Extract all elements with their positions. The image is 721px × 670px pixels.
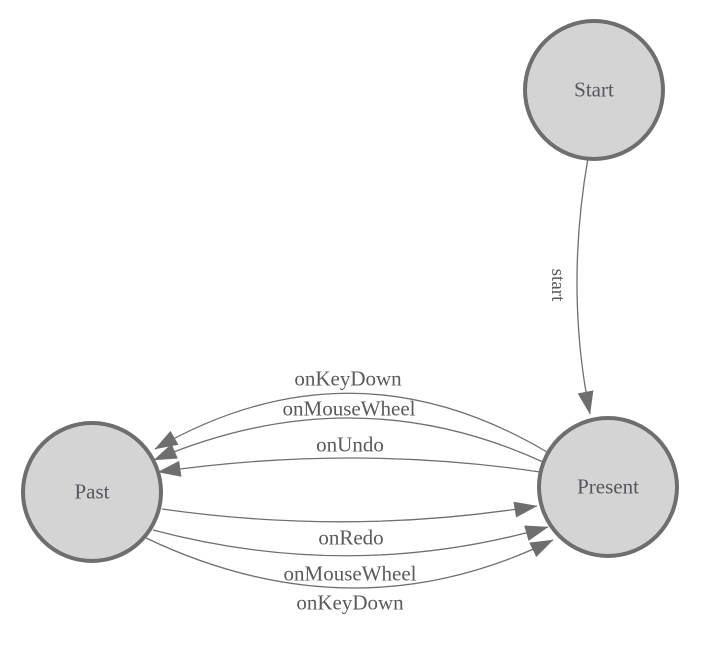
edge-label-onmousewheel-top: onMouseWheel xyxy=(282,396,416,421)
state-label-past: Past xyxy=(74,479,110,504)
edge-past-to-present-mousewheel[interactable] xyxy=(152,525,549,557)
edge-present-to-past-undo[interactable] xyxy=(157,457,541,477)
edge-label-onundo: onUndo xyxy=(316,432,384,457)
edge-past-to-present-redo[interactable] xyxy=(161,501,538,523)
edge-past-to-present-keydown[interactable] xyxy=(145,537,554,589)
edge-start-to-present[interactable] xyxy=(576,157,594,415)
state-label-start: Start xyxy=(574,77,614,102)
edge-present-to-past-mousewheel[interactable] xyxy=(153,417,544,463)
edge-label-onkeydown-bottom: onKeyDown xyxy=(296,590,404,615)
state-node-present[interactable] xyxy=(537,416,679,558)
edge-label-start: start xyxy=(547,268,568,302)
state-node-start[interactable] xyxy=(523,19,665,161)
state-label-present: Present xyxy=(577,474,639,499)
edge-present-to-past-keydown[interactable] xyxy=(154,392,548,453)
edge-label-onkeydown-top: onKeyDown xyxy=(294,366,402,391)
edge-label-onredo: onRedo xyxy=(318,525,384,550)
state-node-past[interactable] xyxy=(21,421,163,563)
edge-label-onmousewheel-bottom: onMouseWheel xyxy=(283,561,417,586)
